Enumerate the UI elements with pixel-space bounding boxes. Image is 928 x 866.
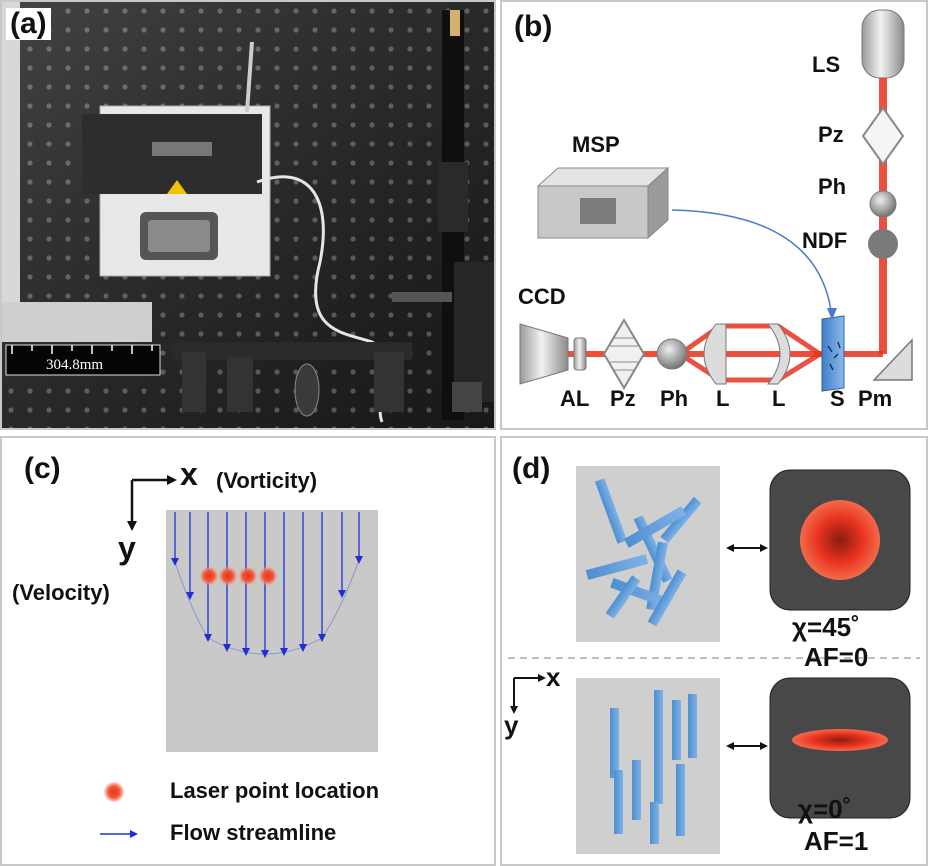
label-ls: LS [812,52,841,77]
experiment-photo [2,2,494,428]
panel-b-optical-setup: (b) LS Pz Ph NDF MSP CCD AL Pz Ph L L S … [500,0,928,430]
label-ndf: NDF [802,228,848,253]
label-lens-2: L [772,386,786,411]
lens-right-icon [766,323,791,385]
label-al: AL [560,386,590,411]
bottom-af-label: AF=1 [804,826,869,856]
flow-channel [166,510,378,752]
axis-x-description: (Vorticity) [216,468,318,493]
alignment-diagram [508,466,920,854]
panel-c-label: (c) [24,452,61,485]
panel-a-label: (a) [6,8,51,40]
axis-y-label-d: y [504,710,519,740]
neutral-density-filter-icon [868,229,898,259]
pinhole-top-icon [869,190,897,218]
label-msp: MSP [572,132,620,157]
label-pm: Pm [858,386,893,411]
top-chi-label: χ=45˚ [792,612,860,642]
panel-d-alignment: (d) χ=45˚ AF=0 χ=0˚ AF=1 x y [500,436,928,866]
axis-x-label: x [180,456,198,492]
laser-points [200,567,277,585]
axis-x-label-d: x [546,662,561,692]
anisotropic-spot [792,729,888,751]
legend-laser-marker [104,782,124,802]
ccd-camera-icon [519,323,569,385]
analyzer-lens-icon [573,337,587,371]
panel-d-label: (d) [512,452,551,485]
laser-source-icon [861,9,905,79]
legend-laser-label: Laser point location [170,778,380,803]
label-ccd: CCD [518,284,566,309]
random-rods-box [576,466,720,642]
panel-a-photo: 304.8mm (a) [0,0,496,430]
random-rods [585,478,702,627]
label-pz-top: Pz [818,122,844,147]
axis-y-description: (Velocity) [12,580,110,605]
top-af-label: AF=0 [804,642,869,672]
prism-mirror-icon [872,338,913,381]
sample-cell-icon [821,315,845,392]
label-ph-bottom: Ph [660,386,689,411]
aligned-rods [610,690,697,844]
legend-flow-label: Flow streamline [170,820,337,845]
axis-y-label: y [118,530,136,566]
aligned-rods-box [576,678,720,854]
pinhole-bottom-icon [656,338,688,370]
label-lens-1: L [716,386,730,411]
panel-b-label: (b) [514,10,553,43]
lens-left-icon [703,323,727,385]
isotropic-spot [800,500,880,580]
label-sample: S [830,386,845,411]
panel-c-flow-schematic: (c) x (Vorticity) y (Velocity) Laser poi… [0,436,496,866]
polarizer-bottom-icon [602,318,646,390]
flow-diagram [100,475,378,838]
scale-bar-label: 304.8mm [46,357,104,373]
bottom-chi-label: χ=0˚ [798,794,852,824]
label-ph-top: Ph [818,174,847,199]
optical-diagram [519,9,913,392]
polarizer-top-icon [861,106,905,166]
label-pz-bottom: Pz [610,386,636,411]
